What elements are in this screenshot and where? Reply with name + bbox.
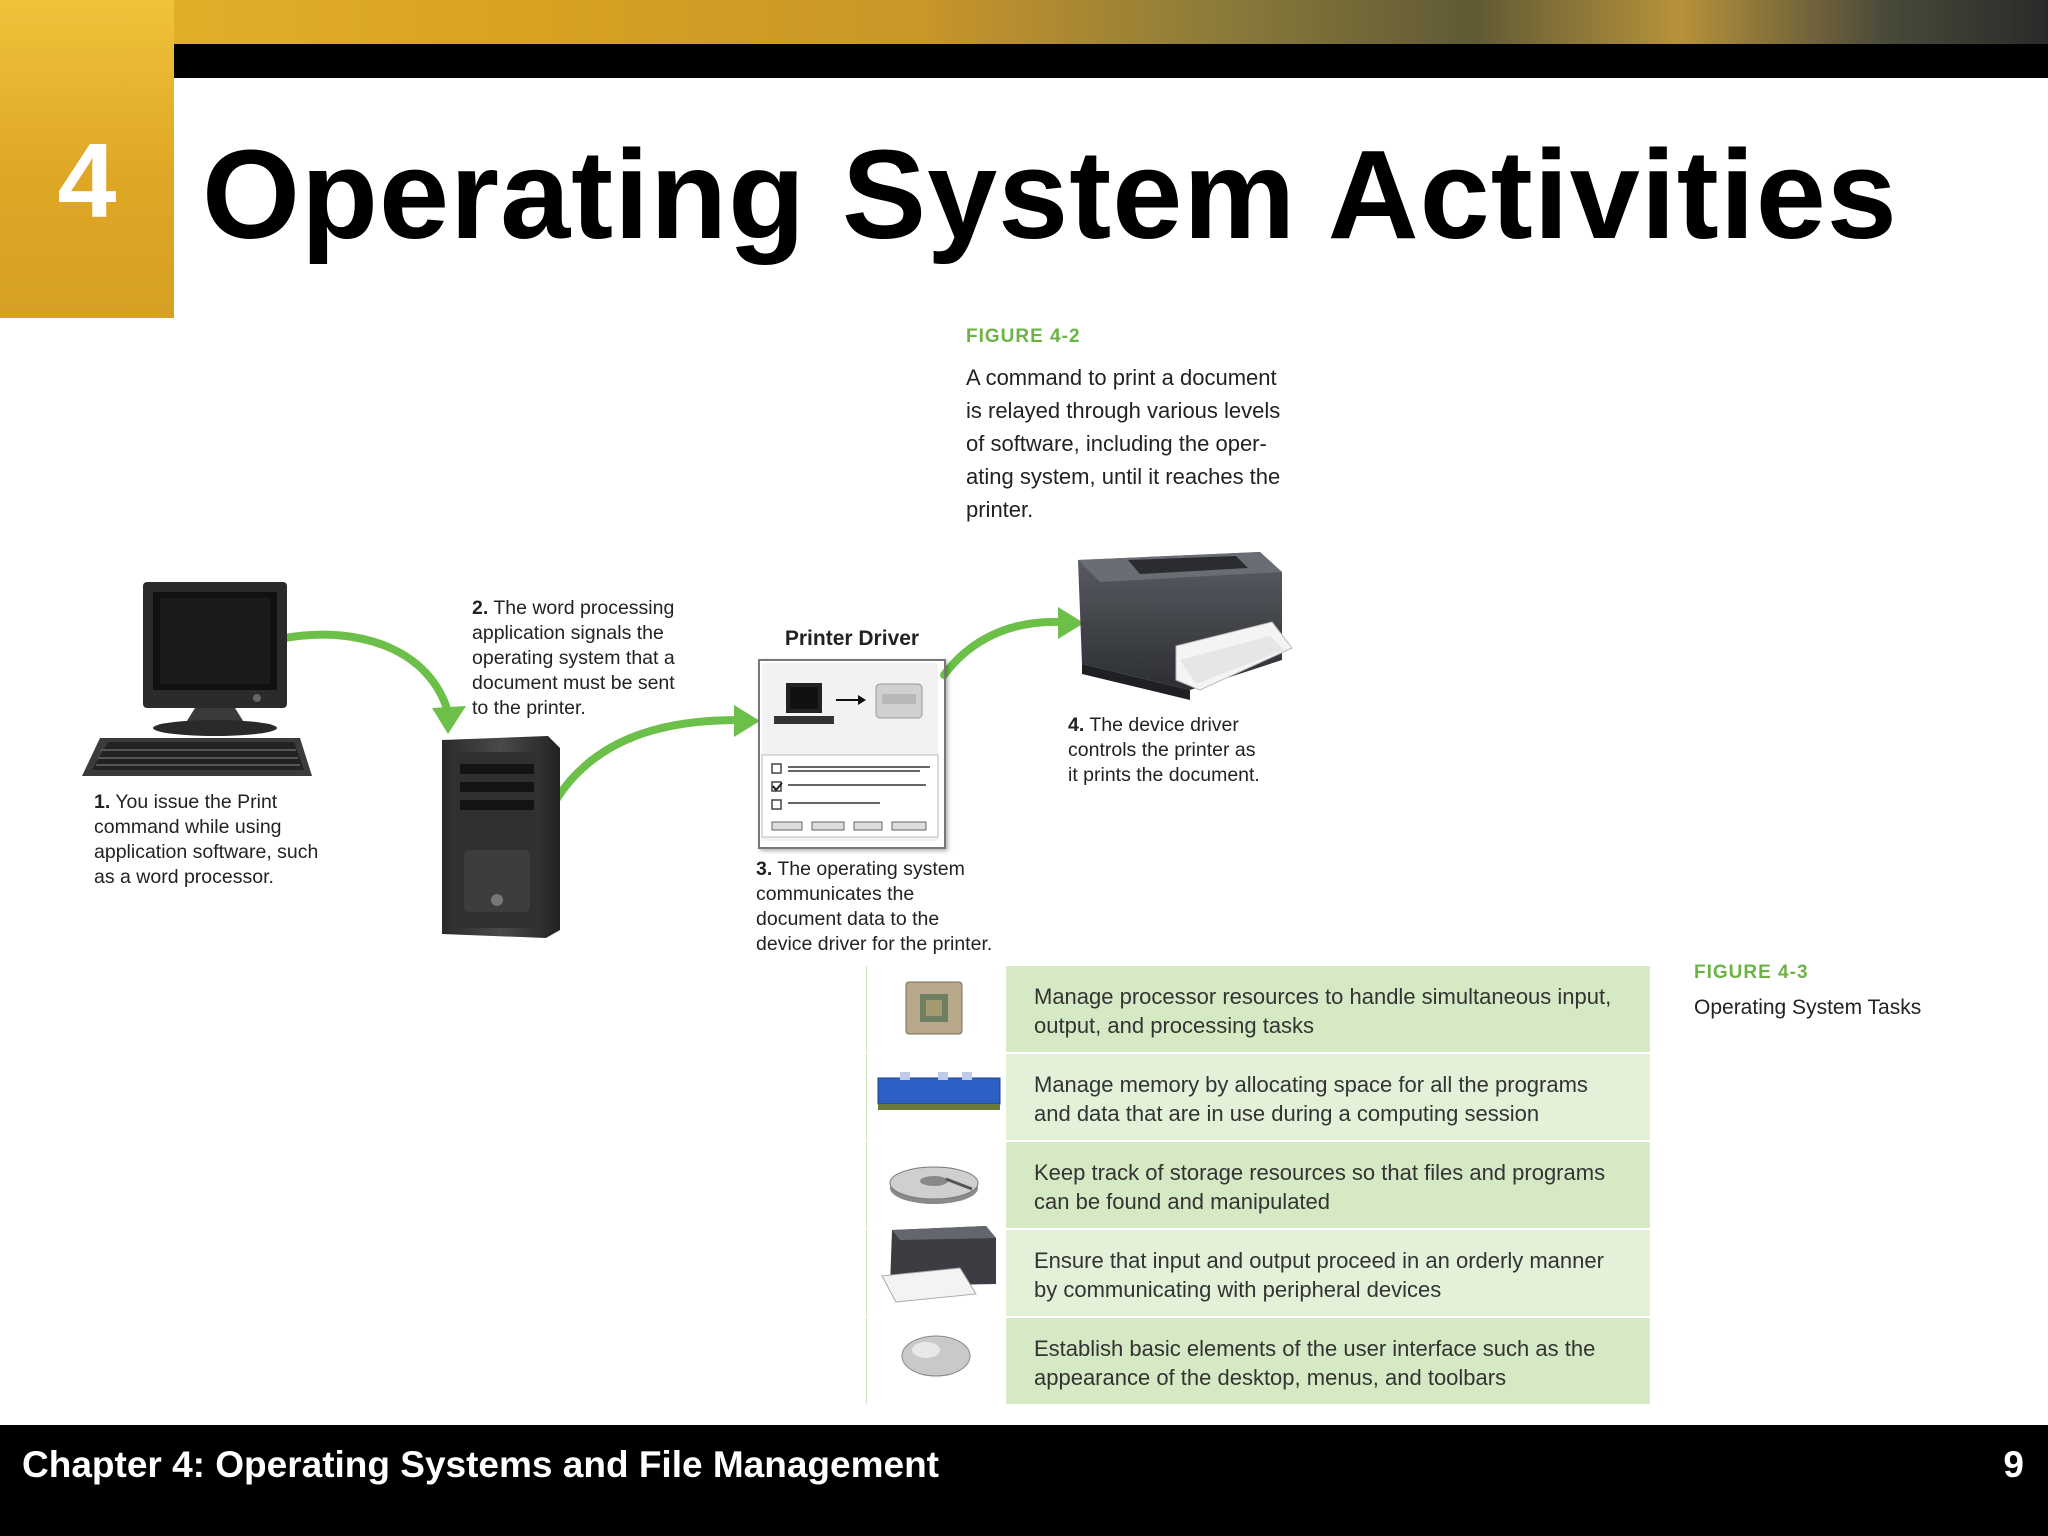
arrow-head-3: [1058, 607, 1084, 639]
task-text: Establish basic elements of the user int…: [1034, 1334, 1644, 1392]
step-line: it prints the document.: [1068, 764, 1260, 786]
task-line: Ensure that input and output proceed in …: [1034, 1248, 1604, 1273]
task-icon-cell: [866, 966, 1007, 1052]
task-line: by communicating with peripheral devices: [1034, 1277, 1442, 1302]
step-number: 3.: [756, 858, 773, 880]
task-text: Manage processor resources to handle sim…: [1034, 982, 1644, 1040]
step-line: document must be sent: [472, 672, 675, 694]
task-icon-cell: [866, 1230, 1007, 1316]
figure-4-2-label: FIGURE 4-2: [966, 326, 1081, 347]
task-line: and data that are in use during a comput…: [1034, 1101, 1540, 1126]
chapter-badge: [0, 0, 174, 318]
step-line: application software, such: [94, 841, 319, 863]
task-row: Keep track of storage resources so that …: [866, 1142, 1650, 1230]
step-number: 2.: [472, 597, 489, 619]
step-line: application signals the: [472, 622, 664, 644]
step-line: The device driver: [1084, 714, 1239, 736]
caption-line: is relayed through various levels: [966, 398, 1281, 423]
step-line: to the printer.: [472, 697, 586, 719]
task-text: Ensure that input and output proceed in …: [1034, 1246, 1644, 1304]
task-text-cell: Establish basic elements of the user int…: [1006, 1318, 1650, 1404]
caption-line: of software, including the oper-: [966, 431, 1267, 456]
step-line: communicates the: [756, 883, 915, 905]
step-number: 4.: [1068, 714, 1085, 736]
task-icon-cell: [866, 1318, 1007, 1404]
figure-4-3-label: FIGURE 4-3: [1694, 962, 1809, 983]
task-text: Keep track of storage resources so that …: [1034, 1158, 1644, 1216]
caption-line: A command to print a document: [966, 365, 1277, 390]
page-number: 9: [2003, 1444, 2024, 1485]
task-row: Establish basic elements of the user int…: [866, 1318, 1650, 1406]
arrow-head-2: [734, 705, 760, 737]
figure-4-2-caption: A command to print a document is relayed…: [966, 361, 1280, 526]
footer-title: Chapter 4: Operating Systems and File Ma…: [22, 1444, 939, 1485]
step-line: The word processing: [488, 597, 675, 619]
task-line: can be found and manipulated: [1034, 1189, 1331, 1214]
task-icon-cell: [866, 1142, 1007, 1228]
step-line: as a word processor.: [94, 866, 274, 888]
task-text: Manage memory by allocating space for al…: [1034, 1070, 1644, 1128]
task-text-cell: Manage processor resources to handle sim…: [1006, 966, 1650, 1052]
driver-window-illustration: [761, 663, 939, 841]
task-text-cell: Manage memory by allocating space for al…: [1006, 1054, 1650, 1140]
step-3-text: 3. The operating system communicates the…: [756, 857, 992, 957]
step-2-text: 2. The word processing application signa…: [472, 596, 675, 721]
task-line: Establish basic elements of the user int…: [1034, 1336, 1596, 1361]
desktop-computer-icon: [82, 582, 312, 776]
task-icon-cell: [866, 1054, 1007, 1140]
step-line: document data to the: [756, 908, 940, 930]
arrow-driver-to-printer: [940, 617, 1066, 679]
printer-driver-window: [758, 659, 946, 849]
step-line: command while using: [94, 816, 282, 838]
slide-title: Operating System Activities: [202, 124, 1898, 265]
figure-4-3-caption: Operating System Tasks: [1694, 996, 1922, 1019]
step-line: You issue the Print: [110, 791, 278, 813]
arrow-computer-to-tower: [281, 630, 452, 716]
footer-bar: [0, 1425, 2048, 1536]
arrow-head-1: [432, 706, 466, 734]
task-text-cell: Ensure that input and output proceed in …: [1006, 1230, 1650, 1316]
task-line: Manage processor resources to handle sim…: [1034, 984, 1612, 1009]
task-row: Manage memory by allocating space for al…: [866, 1054, 1650, 1142]
task-text-cell: Keep track of storage resources so that …: [1006, 1142, 1650, 1228]
step-4-text: 4. The device driver controls the printe…: [1068, 713, 1260, 788]
printer-driver-label: Printer Driver: [784, 627, 920, 650]
step-line: device driver for the printer.: [756, 933, 993, 955]
task-line: Manage memory by allocating space for al…: [1034, 1072, 1588, 1097]
task-row: Ensure that input and output proceed in …: [866, 1230, 1650, 1318]
task-line: output, and processing tasks: [1034, 1013, 1315, 1038]
computer-tower-icon: [442, 736, 560, 938]
caption-line: ating system, until it reaches the: [966, 464, 1281, 489]
chapter-number: 4: [57, 122, 117, 240]
step-1-text: 1. You issue the Print command while usi…: [94, 790, 318, 890]
header-black-bar: [174, 44, 2048, 78]
step-line: The operating system: [772, 858, 965, 880]
header-gradient-strip: [0, 0, 2048, 44]
task-line: appearance of the desktop, menus, and to…: [1034, 1365, 1507, 1390]
task-line: Keep track of storage resources so that …: [1034, 1160, 1606, 1185]
caption-line: printer.: [966, 497, 1034, 522]
os-tasks-table: Manage processor resources to handle sim…: [866, 966, 1650, 1406]
arrow-tower-to-driver: [552, 716, 742, 804]
task-row: Manage processor resources to handle sim…: [866, 966, 1650, 1054]
step-number: 1.: [94, 791, 111, 813]
step-line: operating system that a: [472, 647, 675, 669]
step-line: controls the printer as: [1068, 739, 1256, 761]
laser-printer-icon: [1078, 552, 1293, 700]
